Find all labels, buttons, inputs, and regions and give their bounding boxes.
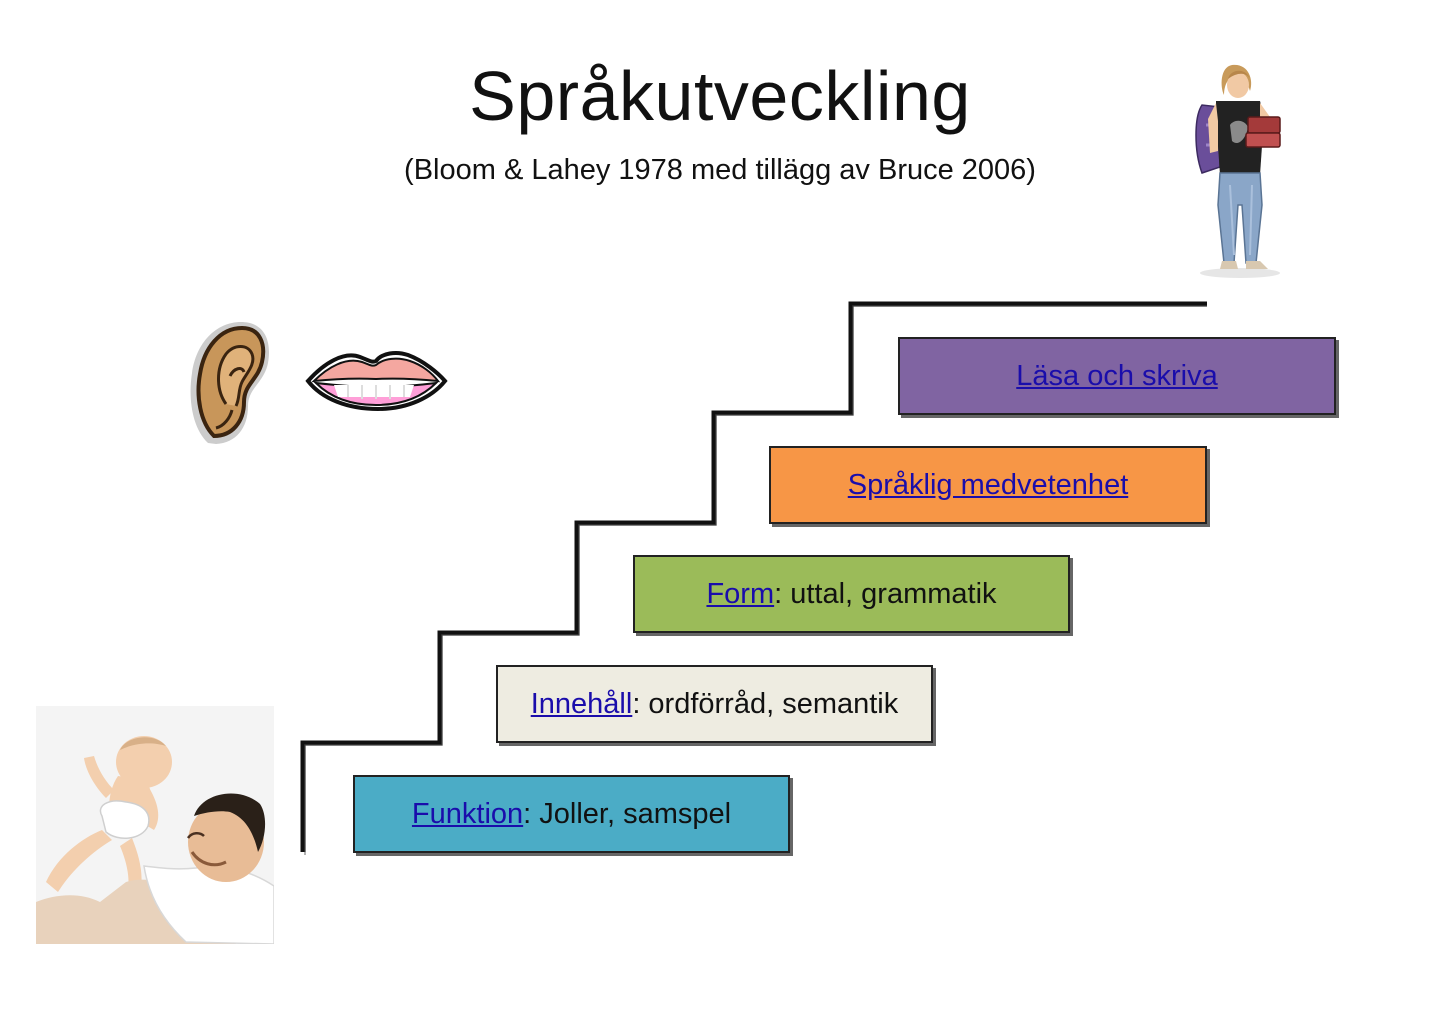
step-funktion-link[interactable]: Funktion <box>411 797 524 830</box>
step-form: Form: uttal, grammatik <box>633 555 1070 633</box>
step-lasa-och-skriva: Läsa och skriva <box>898 337 1336 415</box>
step-innehall-text: : ordförråd, semantik <box>632 687 899 720</box>
girl-with-books-photo <box>1195 64 1281 278</box>
step-funktion-text: : Joller, samspel <box>523 797 732 830</box>
step-lasa-och-skriva-link[interactable]: Läsa och skriva <box>1016 359 1218 392</box>
step-funktion: Funktion: Joller, samspel <box>353 775 790 853</box>
step-form-link[interactable]: Form <box>706 577 775 610</box>
ear-icon <box>190 322 269 444</box>
step-form-text: : uttal, grammatik <box>774 577 997 610</box>
step-innehall-link[interactable]: Innehåll <box>530 687 633 720</box>
step-spraklig-medvetenhet-link[interactable]: Språklig medvetenhet <box>847 468 1129 501</box>
father-lifting-baby-photo <box>36 706 274 944</box>
step-spraklig-medvetenhet: Språklig medvetenhet <box>769 446 1207 524</box>
step-innehall: Innehåll: ordförråd, semantik <box>496 665 933 743</box>
page-subtitle: (Bloom & Lahey 1978 med tillägg av Bruce… <box>404 154 1036 186</box>
lips-icon <box>305 351 448 412</box>
page-title: Språkutveckling <box>469 57 971 135</box>
